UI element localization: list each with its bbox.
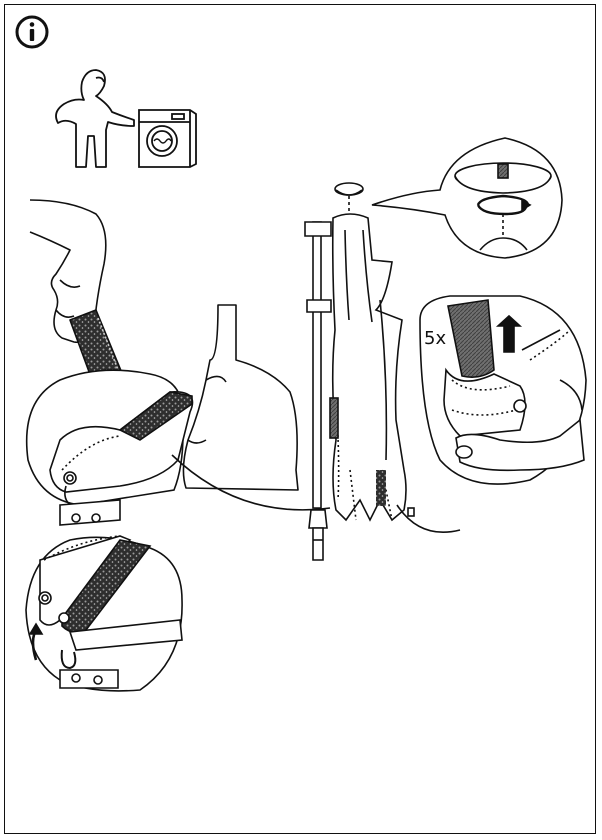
person-figure xyxy=(55,69,135,168)
info-icon xyxy=(15,15,49,49)
cap-detail-callout xyxy=(371,137,563,259)
washing-machine-icon xyxy=(138,109,197,168)
hook-detail-callout xyxy=(25,535,183,692)
hand-holding-cloth xyxy=(171,304,331,511)
strap-detail-callout xyxy=(25,369,194,526)
closed-umbrella xyxy=(304,182,461,561)
repeat-count-label: 5x xyxy=(424,328,447,349)
pole-pocket-callout xyxy=(419,295,587,485)
